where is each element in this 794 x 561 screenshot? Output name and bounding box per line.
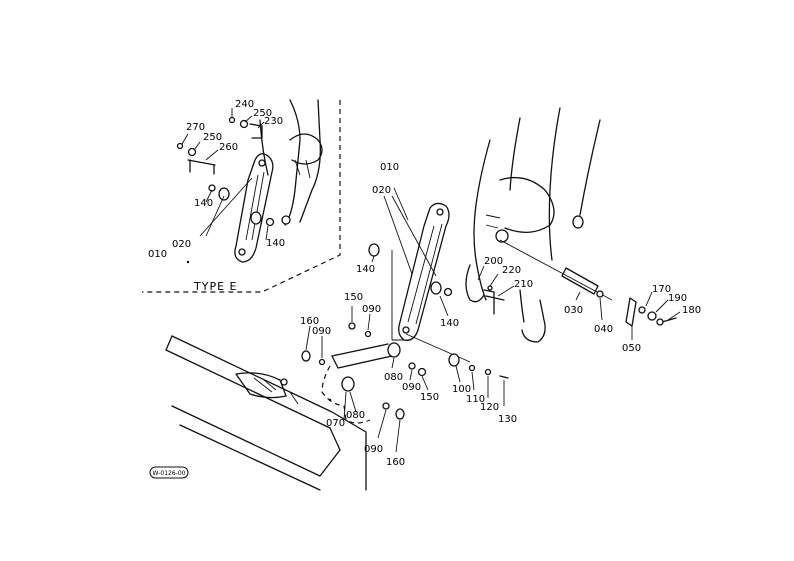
callout-180: 180 bbox=[682, 305, 701, 316]
callout-020: 020 bbox=[372, 185, 391, 196]
callout-140: 140 bbox=[194, 198, 213, 209]
cross-shaft bbox=[483, 239, 677, 327]
callout-030: 030 bbox=[564, 305, 583, 316]
callout-190: 190 bbox=[668, 293, 687, 304]
inset-hardware bbox=[176, 116, 275, 264]
callout-250: 250 bbox=[253, 108, 272, 119]
callout-050: 050 bbox=[622, 343, 641, 354]
callout-200: 200 bbox=[484, 256, 503, 267]
callout-110: 110 bbox=[466, 394, 485, 405]
callout-010: 010 bbox=[148, 249, 167, 260]
callout-080: 080 bbox=[346, 410, 365, 421]
callout-020: 020 bbox=[172, 239, 191, 250]
callout-140: 140 bbox=[266, 238, 285, 249]
callout-070: 070 bbox=[326, 418, 345, 429]
lower-link bbox=[301, 322, 509, 424]
callout-labels: 240 250 230 270 250 260 140 020 140 010 … bbox=[148, 99, 701, 468]
inset-border bbox=[142, 100, 341, 293]
callout-270: 270 bbox=[186, 122, 205, 133]
drawing-code: W-0126-00 bbox=[153, 470, 186, 477]
callout-170: 170 bbox=[652, 284, 671, 295]
leader-lines bbox=[181, 108, 681, 453]
main-frame bbox=[465, 107, 601, 343]
callout-090: 090 bbox=[312, 326, 331, 337]
callout-080: 080 bbox=[384, 372, 403, 383]
callout-230: 230 bbox=[264, 116, 283, 127]
callout-090: 090 bbox=[362, 304, 381, 315]
callout-160: 160 bbox=[386, 457, 405, 468]
callout-140: 140 bbox=[440, 318, 459, 329]
callout-150: 150 bbox=[344, 292, 363, 303]
callout-250: 250 bbox=[203, 132, 222, 143]
main-lift-arm bbox=[368, 202, 453, 341]
callout-210: 210 bbox=[514, 279, 533, 290]
inset-title: TYPE E bbox=[193, 280, 237, 293]
inset-lift-arm bbox=[234, 153, 274, 263]
callout-240: 240 bbox=[235, 99, 254, 110]
drawing-code-stamp: W-0126-00 bbox=[149, 466, 189, 479]
callout-260: 260 bbox=[219, 142, 238, 153]
callout-150: 150 bbox=[420, 392, 439, 403]
callout-090: 090 bbox=[402, 382, 421, 393]
callout-010: 010 bbox=[380, 162, 399, 173]
callout-040: 040 bbox=[594, 324, 613, 335]
callout-140: 140 bbox=[356, 264, 375, 275]
callout-120: 120 bbox=[480, 402, 499, 413]
callout-220: 220 bbox=[502, 265, 521, 276]
callout-100: 100 bbox=[452, 384, 471, 395]
callout-090: 090 bbox=[364, 444, 383, 455]
callout-130: 130 bbox=[498, 414, 517, 425]
tractor-body bbox=[165, 335, 367, 491]
callout-160: 160 bbox=[300, 316, 319, 327]
inset-frame bbox=[259, 99, 323, 226]
